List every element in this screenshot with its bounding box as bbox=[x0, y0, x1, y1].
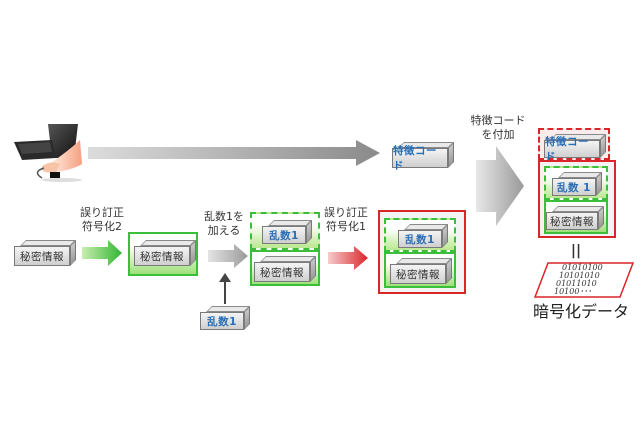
binary-line: 01011010 bbox=[556, 279, 597, 288]
secret-info-block-4: 秘密情報 bbox=[390, 258, 452, 284]
secret-info-label: 秘密情報 bbox=[390, 264, 446, 284]
feature-code-label: 特徴コード bbox=[392, 145, 448, 172]
gray-arrow bbox=[208, 244, 248, 268]
long-gray-arrow bbox=[88, 140, 380, 166]
equals-sign: || bbox=[570, 243, 582, 259]
binary-line: 10101010 bbox=[559, 271, 600, 280]
secret-info-block-2: 秘密情報 bbox=[134, 240, 196, 266]
red-arrow bbox=[328, 246, 368, 270]
feature-code-block: 特徴コード bbox=[392, 142, 454, 172]
binary-data-card: 01010100 10101010 01011010 10100･･･ bbox=[534, 262, 634, 298]
up-arrow bbox=[218, 272, 232, 304]
step-ecc1-label: 誤り訂正 符号化1 bbox=[324, 206, 368, 233]
random1-label: 乱数1 bbox=[200, 312, 244, 330]
random1-label: 乱数 1 bbox=[552, 178, 596, 196]
green-arrow bbox=[82, 240, 122, 266]
secret-info-label: 秘密情報 bbox=[14, 246, 70, 266]
random1-block-2: 乱数1 bbox=[262, 220, 312, 244]
big-gray-arrow bbox=[476, 146, 524, 226]
random1-label: 乱数1 bbox=[262, 226, 306, 244]
step-add-feature-code-label: 特徴コード を付加 bbox=[470, 114, 526, 141]
binary-line: 01010100 bbox=[562, 263, 603, 272]
random1-block-3: 乱数1 bbox=[398, 224, 448, 248]
secret-info-label: 秘密情報 bbox=[254, 262, 310, 282]
laptop-hand-icon bbox=[12, 122, 84, 182]
secret-info-block: 秘密情報 bbox=[14, 240, 76, 266]
binary-line: 10100･･･ bbox=[554, 287, 592, 296]
random1-label: 乱数1 bbox=[398, 230, 442, 248]
random1-block: 乱数1 bbox=[200, 306, 250, 330]
secret-info-block-3: 秘密情報 bbox=[254, 256, 316, 282]
encrypted-data-label: 暗号化データ bbox=[532, 302, 629, 321]
step-add-random1-label: 乱数1を 加える bbox=[204, 210, 244, 237]
secret-info-block-5: 秘密情報 bbox=[546, 206, 604, 230]
random1-block-4: 乱数 1 bbox=[552, 172, 602, 196]
feature-code-block-2: 特徴コード bbox=[544, 134, 606, 163]
secret-info-label: 秘密情報 bbox=[134, 246, 190, 266]
feature-code-label: 特徴コード bbox=[544, 136, 600, 163]
secret-info-label: 秘密情報 bbox=[546, 212, 598, 230]
step-ecc2-label: 誤り訂正 符号化2 bbox=[80, 206, 124, 233]
